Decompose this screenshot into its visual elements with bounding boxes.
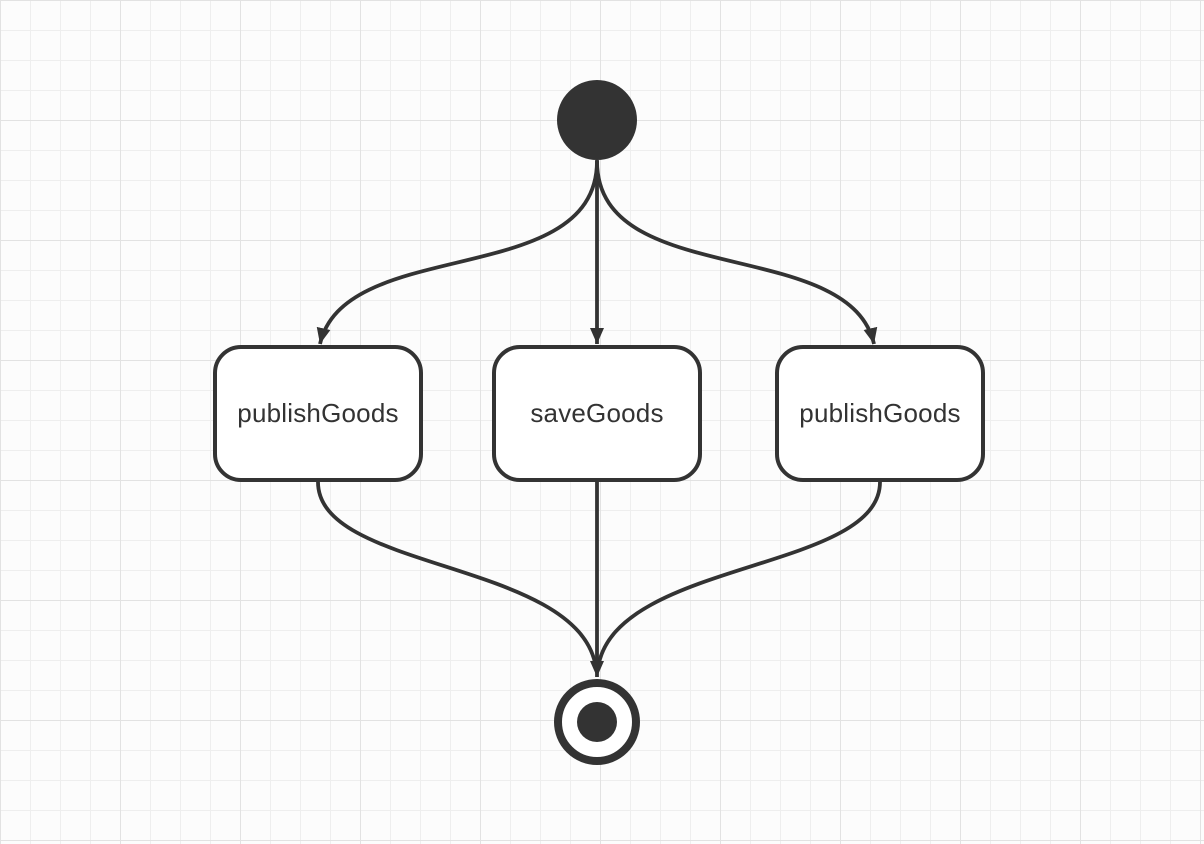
activity-node-publish-goods-right[interactable]: publishGoods	[775, 345, 985, 482]
edge-activity1-to-end[interactable]	[316, 481, 598, 669]
activity-label: saveGoods	[530, 398, 664, 428]
edge-start-to-activity1[interactable]	[316, 160, 599, 345]
end-node-inner-dot	[577, 702, 617, 742]
edge-activity3-to-end[interactable]	[596, 481, 882, 669]
activity-label: publishGoods	[237, 398, 399, 428]
activity-label: publishGoods	[799, 398, 961, 428]
edge-start-to-activity3[interactable]	[595, 160, 878, 345]
activity-node-save-goods[interactable]: saveGoods	[492, 345, 702, 482]
activity-node-publish-goods-left[interactable]: publishGoods	[213, 345, 423, 482]
end-node[interactable]	[554, 679, 640, 765]
start-node[interactable]	[557, 80, 637, 160]
